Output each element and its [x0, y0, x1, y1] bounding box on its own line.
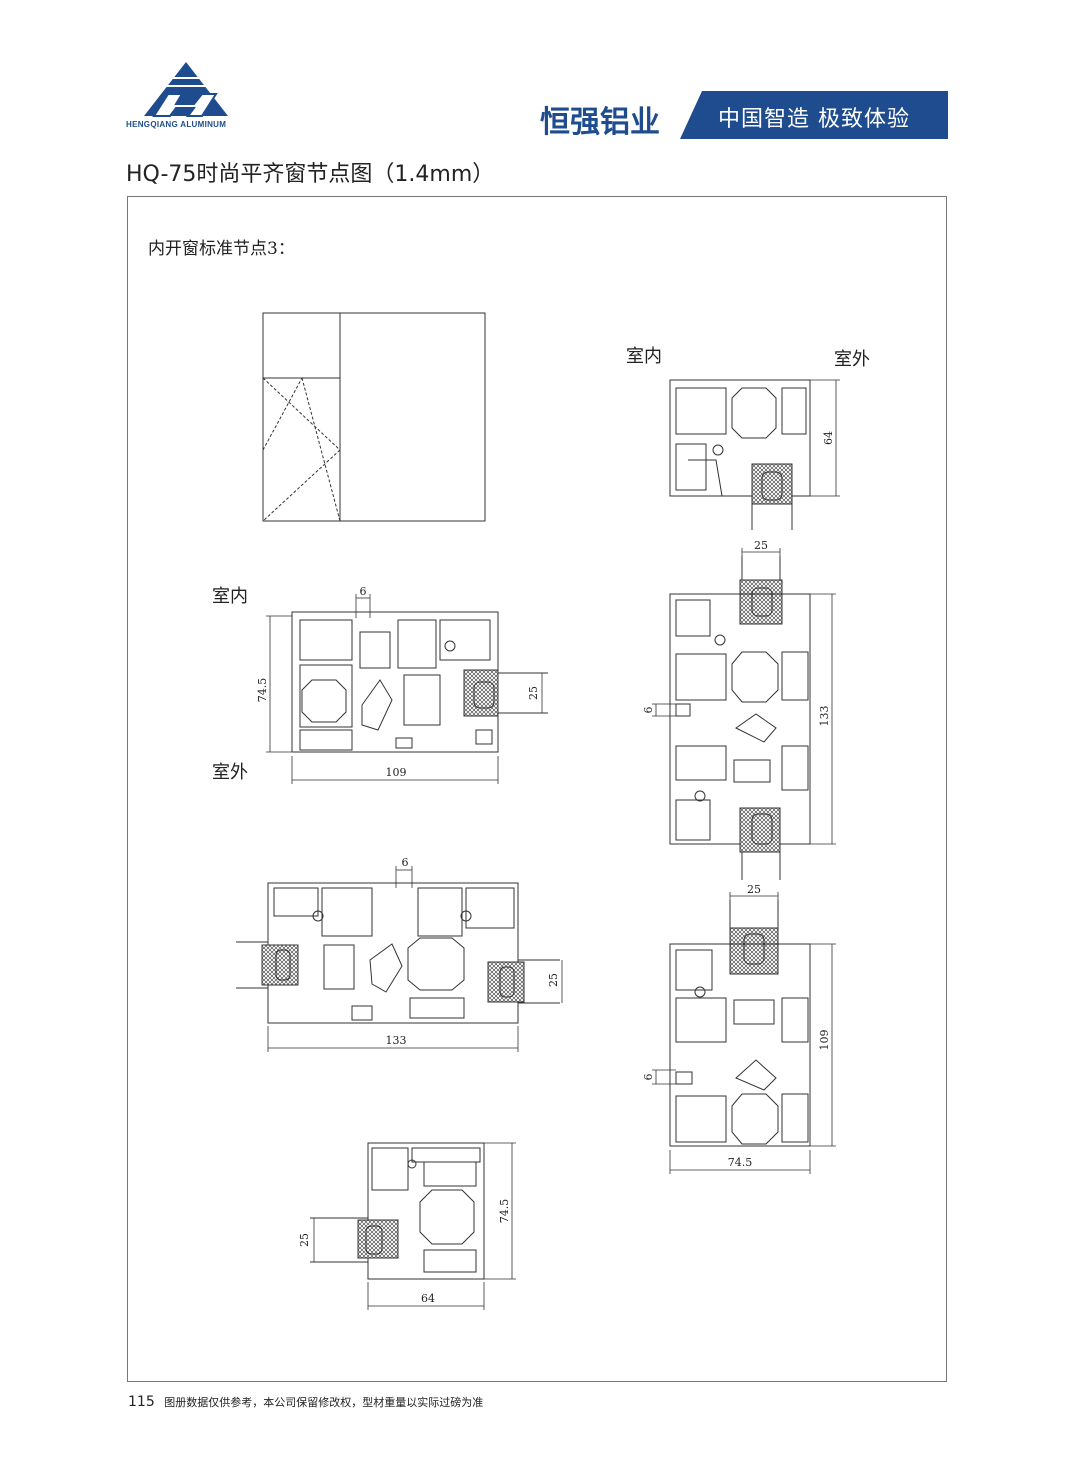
window-elevation	[262, 312, 486, 522]
label-outdoor-left: 室外	[212, 762, 248, 783]
footer-note: 图册数据仅供参考，本公司保留修改权，型材重量以实际过磅为准	[164, 1396, 484, 1409]
company-logo	[144, 62, 228, 117]
brand-name: 恒强铝业	[540, 105, 660, 140]
dim-d1-height: 74.5	[256, 678, 269, 703]
dim-r3-width: 74.5	[728, 1156, 753, 1169]
section-detail-r3	[669, 900, 811, 1147]
logo-text: HENGQIANG ALUMINUM	[126, 120, 227, 129]
slogan-banner	[680, 91, 948, 139]
label-indoor-right: 室内	[626, 346, 662, 367]
dims-r1	[810, 379, 840, 497]
label-outdoor-right: 室外	[834, 349, 870, 370]
dim-d2-glass: 25	[547, 973, 560, 987]
dim-d2-top: 6	[402, 856, 409, 869]
dim-r2-top: 25	[754, 539, 768, 552]
dim-d3-width: 64	[421, 1292, 435, 1305]
drawing-frame	[127, 196, 947, 1382]
section-detail-r2	[669, 556, 811, 880]
section-label: 内开窗标准节点3：	[148, 239, 295, 259]
dim-r3-top: 25	[747, 883, 761, 896]
page-title: HQ-75时尚平齐窗节点图（1.4mm）	[126, 162, 495, 187]
dim-d3-glass: 25	[298, 1233, 311, 1247]
label-indoor-left: 室内	[212, 586, 248, 607]
dim-d3-height: 74.5	[498, 1199, 511, 1224]
dim-d1-width: 109	[386, 766, 407, 779]
dims-2	[267, 866, 563, 1052]
dims-1	[266, 594, 543, 784]
dim-r2-left: 6	[642, 707, 655, 714]
dims-r3	[652, 892, 836, 1174]
dim-r3-left: 6	[642, 1074, 655, 1081]
dim-r3-height: 109	[818, 1030, 831, 1051]
section-detail-r1	[669, 379, 811, 530]
slogan-text: 中国智造 极致体验	[718, 107, 910, 132]
dim-d1-top: 6	[360, 585, 367, 598]
section-detail-3	[310, 1142, 485, 1280]
dim-d1-glass: 25	[527, 686, 540, 700]
dims-r2	[652, 548, 836, 845]
section-detail-1	[291, 611, 548, 753]
section-detail-2	[236, 882, 560, 1024]
footer: 115 图册数据仅供参考，本公司保留修改权，型材重量以实际过磅为准	[128, 1394, 483, 1410]
dims-3	[313, 1142, 516, 1310]
page-number: 115	[128, 1394, 155, 1410]
dim-r1-height: 64	[822, 431, 835, 445]
dim-r2-height: 133	[818, 706, 831, 727]
dim-d2-width: 133	[386, 1034, 407, 1047]
